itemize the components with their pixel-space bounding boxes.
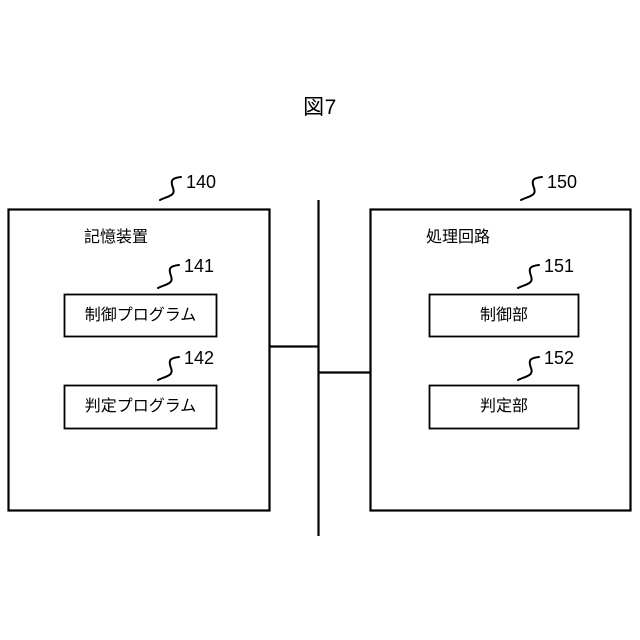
processing-circuit-box [369,208,632,512]
leader-line-140 [159,176,182,201]
leader-line-150 [520,176,543,201]
storage-device-box [7,208,271,512]
ref-numeral-151: 151 [544,256,575,276]
ref-numeral-152: 152 [544,348,575,368]
determination-unit-box [428,384,580,430]
figure-title: 図7 [303,96,337,119]
ref-numeral-150: 150 [547,172,578,192]
ref-numeral-140: 140 [186,172,217,192]
leader-line-152 [517,356,540,381]
ref-numeral-142: 142 [184,348,215,368]
control-program-label: 制御プログラム [84,306,197,324]
determination-program-label: 判定プログラム [84,398,197,415]
leader-line-141 [157,264,180,289]
control-program-box [63,293,218,338]
processing-circuit-heading: 処理回路 [426,229,491,246]
control-unit-box [428,293,580,338]
leader-line-151 [517,264,540,289]
leader-line-142 [157,356,180,381]
determination-program-box [63,384,218,430]
storage-device-heading: 記憶装置 [84,229,149,246]
ref-numeral-141: 141 [184,256,215,276]
determination-unit-label: 判定部 [479,398,528,415]
control-unit-label: 制御部 [479,306,528,324]
